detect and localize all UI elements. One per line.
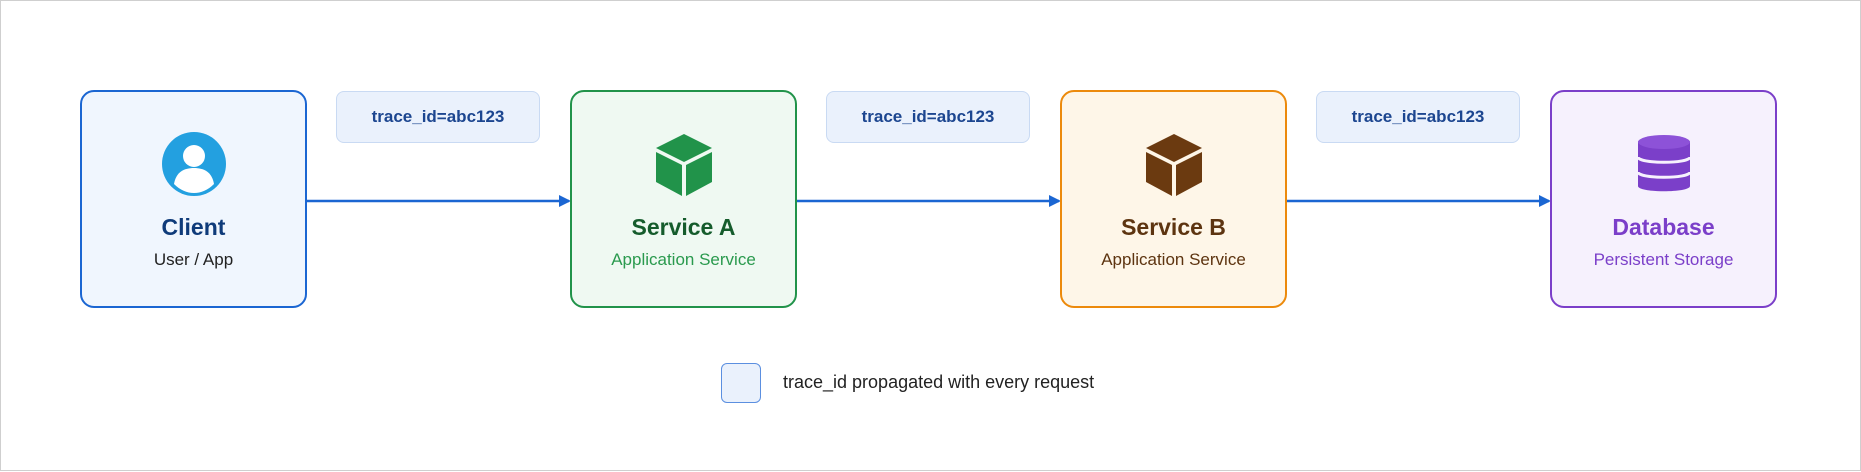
box-icon xyxy=(1142,132,1206,196)
box-icon xyxy=(652,132,716,196)
node-subtitle: Persistent Storage xyxy=(1593,250,1734,269)
edge-label-trace-id: trace_id=abc123 xyxy=(1316,91,1520,143)
node-database[interactable]: Database Persistent Storage xyxy=(1550,90,1777,308)
legend-swatch xyxy=(721,363,761,403)
legend-text: trace_id propagated with every request xyxy=(783,372,1095,392)
node-service-a[interactable]: Service A Application Service xyxy=(570,90,797,308)
node-subtitle: User / App xyxy=(153,250,234,269)
node-subtitle: Application Service xyxy=(1101,250,1246,269)
node-client[interactable]: Client User / App xyxy=(80,90,307,308)
user-icon xyxy=(161,132,226,196)
node-subtitle: Application Service xyxy=(611,250,756,269)
edge-label-trace-id: trace_id=abc123 xyxy=(826,91,1030,143)
node-title: Database xyxy=(1612,214,1715,240)
node-title: Service B xyxy=(1121,214,1226,240)
edge-label-trace-id: trace_id=abc123 xyxy=(336,91,540,143)
node-title: Service A xyxy=(631,214,736,240)
node-title: Client xyxy=(161,214,226,240)
database-icon xyxy=(1632,132,1696,196)
node-service-b[interactable]: Service B Application Service xyxy=(1060,90,1287,308)
